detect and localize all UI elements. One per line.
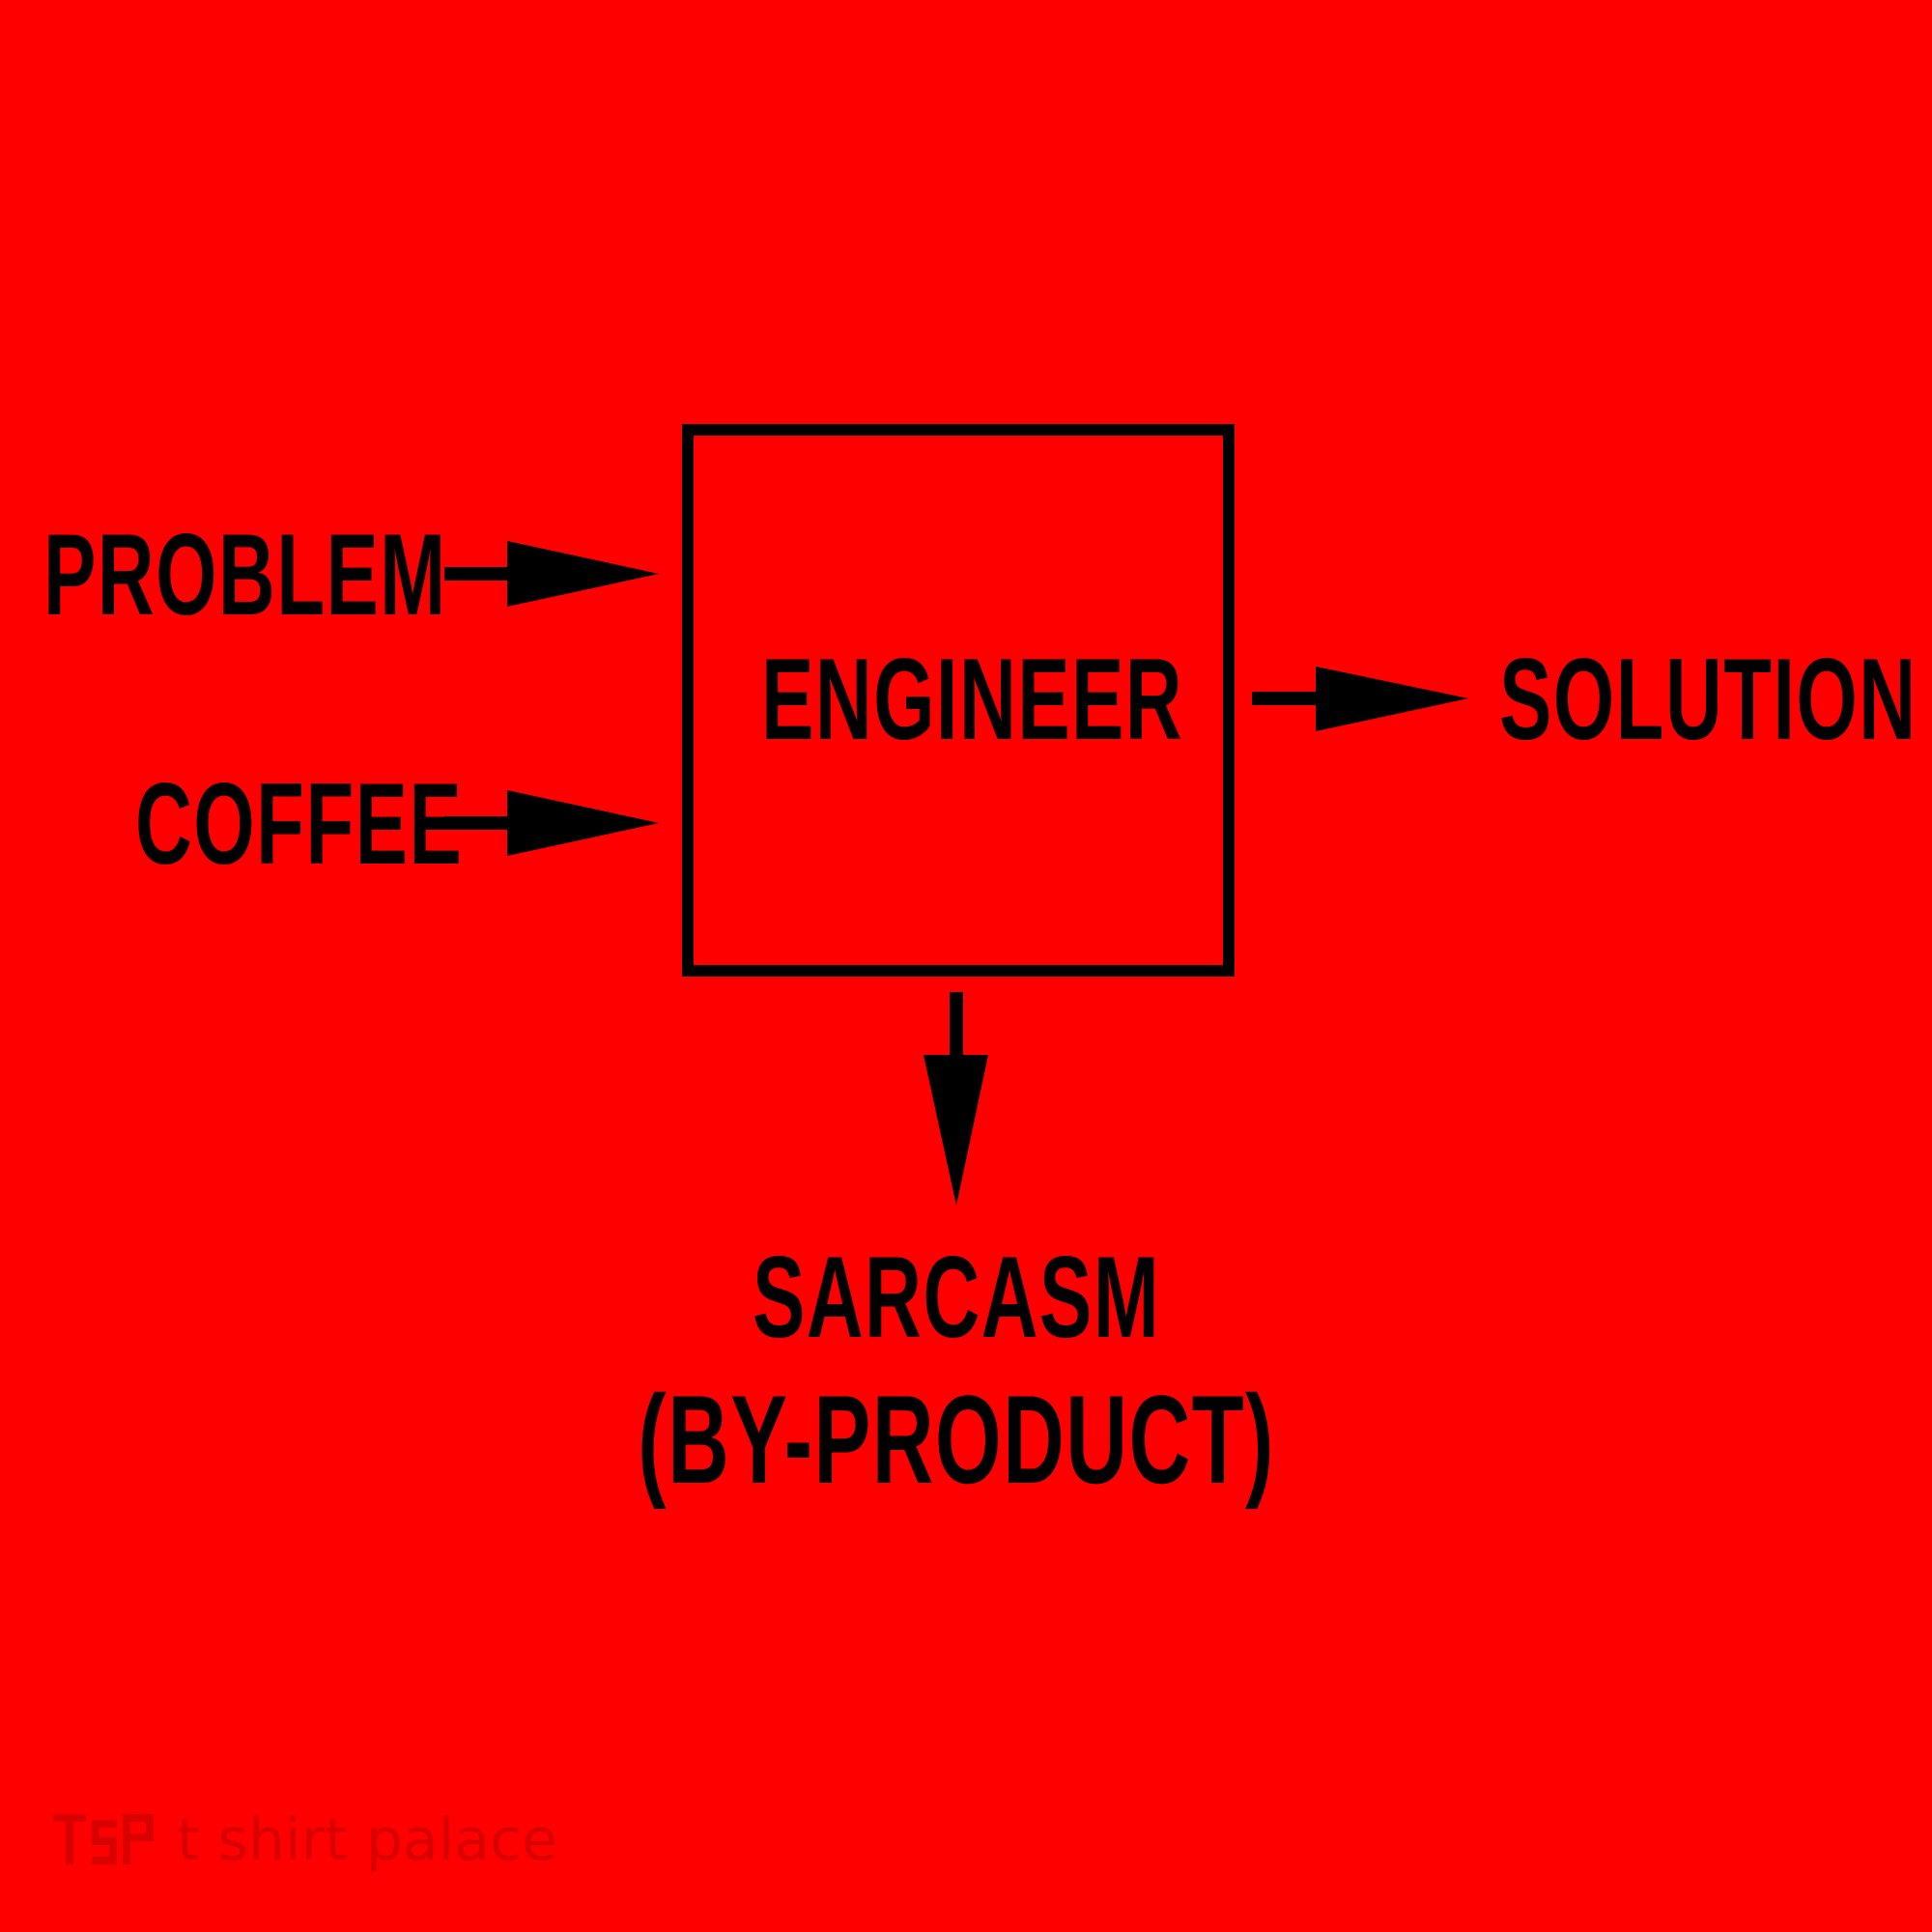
coffee-label: COFFEE [135, 759, 464, 889]
solution-arrow [1252, 667, 1468, 731]
sarcasm-arrow [923, 992, 988, 1206]
byproduct-label: (BY-PRODUCT) [638, 1369, 1275, 1510]
engineer-label: ENGINEER [761, 635, 1184, 764]
sarcasm-label: SARCASM [752, 1233, 1161, 1362]
watermark-text: t shirt palace [177, 1806, 558, 1874]
problem-label: PROBLEM [43, 510, 447, 639]
engineer-box [682, 424, 1235, 977]
solution-label: SOLUTION [1499, 635, 1918, 764]
tsp-logo-icon [53, 1814, 154, 1864]
problem-arrow [444, 541, 659, 607]
coffee-arrow [444, 790, 659, 856]
watermark: t shirt palace [53, 1806, 557, 1874]
